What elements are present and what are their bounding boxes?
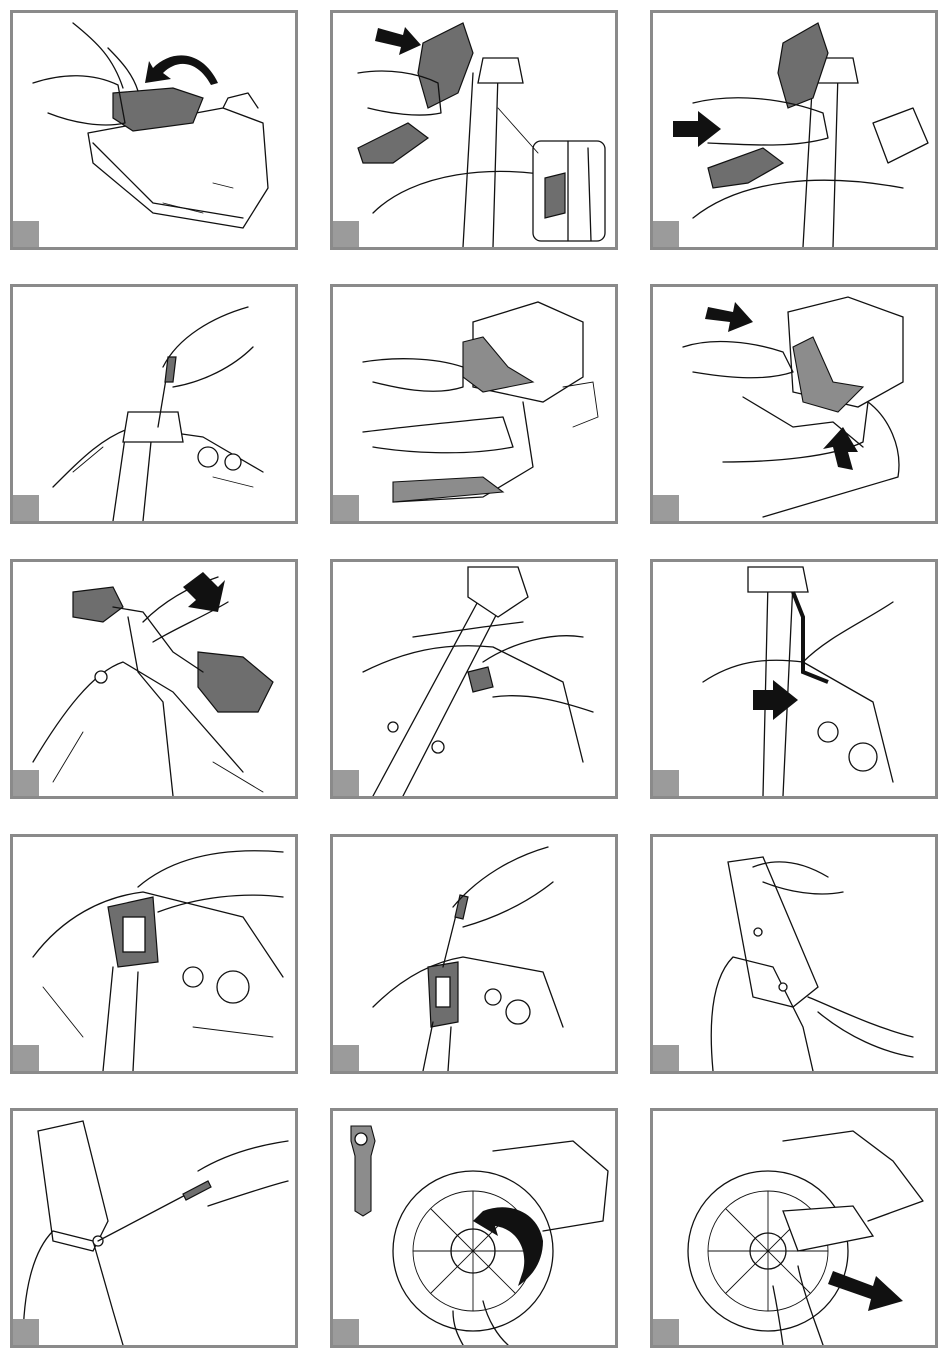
panel-15: [650, 1108, 938, 1348]
panel-9-illustration: [653, 562, 935, 796]
curved-arrow-icon: [145, 55, 218, 85]
panel-8: [330, 559, 618, 799]
panel-3-illustration: [653, 13, 935, 247]
straight-arrow-icon: [183, 572, 225, 612]
step-number-badge: [333, 495, 359, 521]
step-number-badge: [13, 1045, 39, 1071]
panel-10-illustration: [13, 837, 295, 1071]
straight-arrow-icon: [673, 111, 721, 147]
panel-12: [650, 834, 938, 1074]
straight-arrow-icon: [823, 427, 858, 470]
panel-7-illustration: [13, 562, 295, 796]
panel-13-illustration: [13, 1111, 295, 1345]
panel-10: [10, 834, 298, 1074]
panel-14-illustration: [333, 1111, 615, 1345]
step-number-badge: [653, 1319, 679, 1345]
panel-4-illustration: [13, 287, 295, 521]
panel-13: [10, 1108, 298, 1348]
step-number-badge: [13, 770, 39, 796]
panel-8-illustration: [333, 562, 615, 796]
step-number-badge: [333, 221, 359, 247]
step-number-badge: [333, 1045, 359, 1071]
step-number-badge: [13, 1319, 39, 1345]
panel-12-illustration: [653, 837, 935, 1071]
panel-7: [10, 559, 298, 799]
panel-14: [330, 1108, 618, 1348]
panel-5: [330, 284, 618, 524]
panel-11-illustration: [333, 837, 615, 1071]
panel-5-illustration: [333, 287, 615, 521]
step-number-badge: [13, 221, 39, 247]
step-number-badge: [333, 1319, 359, 1345]
step-number-badge: [13, 495, 39, 521]
step-number-badge: [333, 770, 359, 796]
panel-2-illustration: [333, 13, 615, 247]
straight-arrow-icon: [705, 302, 753, 332]
panel-15-illustration: [653, 1111, 935, 1345]
panel-11: [330, 834, 618, 1074]
panel-3: [650, 10, 938, 250]
step-number-badge: [653, 770, 679, 796]
panel-9: [650, 559, 938, 799]
panel-2: [330, 10, 618, 250]
panel-6: [650, 284, 938, 524]
panel-1: [10, 10, 298, 250]
panel-1-illustration: [13, 13, 295, 247]
straight-arrow-icon: [375, 27, 421, 55]
step-number-badge: [653, 495, 679, 521]
panel-4: [10, 284, 298, 524]
panel-6-illustration: [653, 287, 935, 521]
step-number-badge: [653, 1045, 679, 1071]
straight-arrow-icon: [753, 680, 798, 720]
step-number-badge: [653, 221, 679, 247]
straight-arrow-icon: [828, 1271, 903, 1311]
